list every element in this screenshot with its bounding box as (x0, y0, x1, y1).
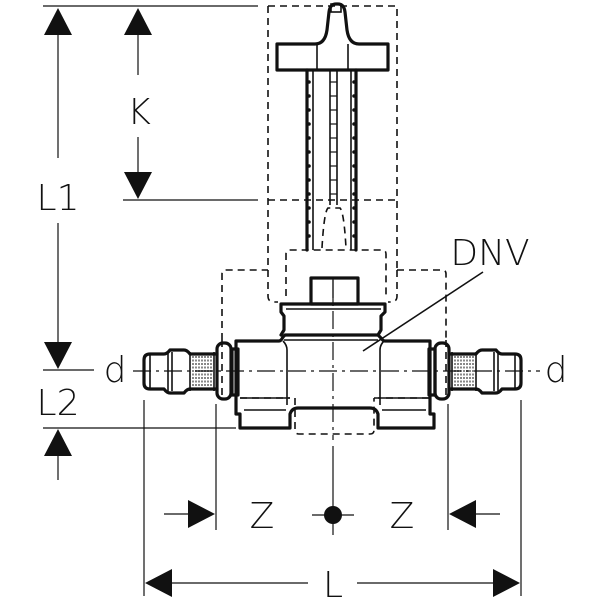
dimension-Z: Z Z (143, 400, 522, 596)
knurl-dot (352, 178, 356, 182)
dimension-DNV: DNV (362, 233, 530, 352)
knurl-dot (352, 234, 356, 238)
knurl-dot (352, 192, 356, 196)
handle-grip (275, 2, 390, 72)
chamber-left (282, 340, 288, 405)
arrow-up-icon (44, 429, 72, 456)
label-L: L (323, 565, 343, 600)
spindle-tip-dashed (321, 207, 347, 249)
left-collar-ring (230, 347, 240, 397)
knurl-dot (352, 136, 356, 140)
stem-knurl-dots (307, 80, 356, 238)
dimension-L2: L2 (37, 369, 236, 480)
valve-stem (305, 68, 358, 252)
right-pipe-insert (447, 348, 523, 395)
knurl-dot (307, 108, 311, 112)
label-DNV: DNV (450, 233, 529, 274)
bonnet-nut (309, 276, 360, 306)
arrow-up-icon (44, 8, 72, 35)
arrow-left-icon (145, 569, 172, 597)
knurl-dot (307, 192, 311, 196)
knurl-dot (307, 80, 311, 84)
left-press-fitting (142, 341, 240, 401)
bottom-envelope (294, 398, 375, 435)
bonnet-nut-body (309, 276, 360, 306)
knurl-dot (307, 164, 311, 168)
label-Z-right: Z (390, 496, 415, 537)
dimension-K: K (123, 8, 258, 201)
body-envelope-top (221, 269, 447, 340)
knurl-dot (307, 178, 311, 182)
left-pipe-insert (142, 348, 219, 395)
bonnet-envelope-top (285, 249, 387, 296)
right-grip-ring (451, 352, 477, 391)
handle-envelope (267, 5, 398, 270)
arrow-down-icon (44, 342, 72, 369)
valve-handle (275, 2, 390, 72)
knurl-dot (352, 220, 356, 224)
knurl-dot (307, 94, 311, 98)
chamber-right (379, 340, 385, 405)
knurl-dot (307, 220, 311, 224)
leader-line-DNV (362, 271, 484, 352)
dimension-L: L (145, 565, 520, 600)
arrow-right-icon (188, 500, 215, 528)
bonnet-envelope-side (267, 270, 398, 303)
knurl-dot (307, 234, 311, 238)
body-upper (279, 302, 387, 337)
label-d-right: d (545, 350, 568, 391)
knurl-dot (352, 206, 356, 210)
knurl-dot (307, 122, 311, 126)
label-Z-left: Z (250, 496, 275, 537)
center-lines (133, 280, 540, 440)
handle-top-square (330, 3, 342, 13)
knurl-dot (352, 94, 356, 98)
spindle-threads (330, 81, 337, 195)
label-L2: L2 (37, 383, 80, 424)
knurl-dot (307, 150, 311, 154)
label-d-left: d (104, 350, 127, 391)
knurl-dot (352, 80, 356, 84)
knurl-dot (352, 108, 356, 112)
arrow-left-icon (449, 500, 476, 528)
knurl-dot (352, 122, 356, 126)
valve-body (234, 302, 436, 430)
arrow-down-icon (124, 172, 152, 199)
knurl-dot (307, 136, 311, 140)
center-point-icon (324, 506, 342, 524)
arrow-right-icon (493, 569, 520, 597)
left-grip-ring (189, 352, 215, 391)
body-main (234, 333, 436, 430)
dimension-L1: L1 (37, 5, 258, 369)
right-collar-ring (427, 347, 437, 397)
label-K: K (127, 92, 151, 133)
knurl-dot (307, 206, 311, 210)
knurl-dot (352, 150, 356, 154)
label-L1: L1 (37, 178, 80, 219)
right-press-fitting (427, 341, 523, 401)
arrow-up-icon (124, 8, 152, 35)
knurl-dot (352, 164, 356, 168)
